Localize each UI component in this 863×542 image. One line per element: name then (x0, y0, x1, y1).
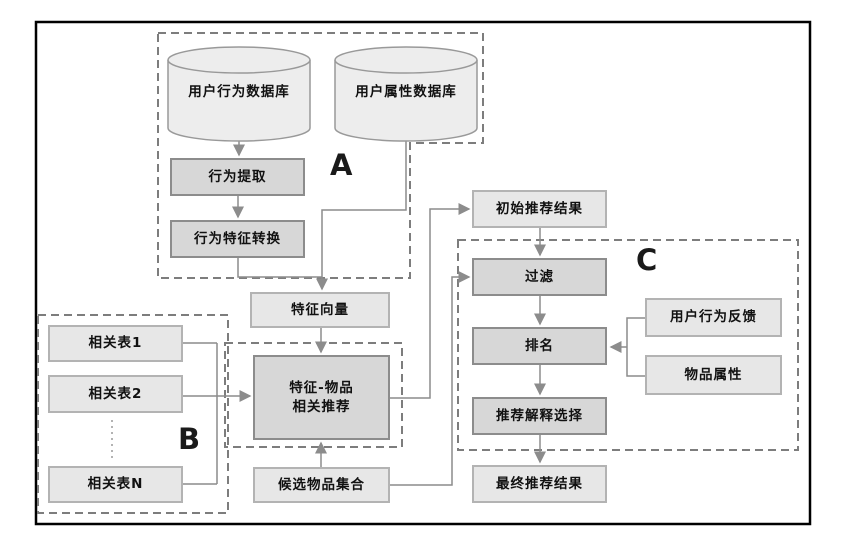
feature-item-recommendation-box: 特征-物品 相关推荐 (253, 355, 390, 440)
related-table-n-box: 相关表N (48, 466, 183, 503)
group-b-label: B (178, 422, 201, 456)
initial-recommendation-result-box: 初始推荐结果 (472, 190, 607, 228)
user-attribute-db-cylinder (334, 46, 478, 142)
group-a-label: A (330, 148, 353, 182)
candidate-item-set-box: 候选物品集合 (253, 467, 390, 503)
group-b-outline (37, 314, 229, 514)
user-attribute-db-label: 用户属性数据库 (355, 84, 457, 100)
related-table-1-box: 相关表1 (48, 325, 183, 362)
edge-candidateset-to-filter (390, 271, 471, 486)
group-c-outline (457, 239, 799, 451)
user-behavior-db-cylinder (167, 46, 311, 142)
edge-feedback-attributes-bracket (626, 317, 645, 377)
group-a-outline (157, 32, 484, 279)
user-behavior-feedback-box: 用户行为反馈 (645, 298, 782, 337)
edge-featureitem-to-initialresult (390, 203, 471, 399)
group-c-label: C (636, 243, 658, 277)
behavior-extraction-box: 行为提取 (170, 158, 305, 196)
feature-item-recommendation-line1: 特征-物品 (289, 380, 354, 397)
item-attributes-box: 物品属性 (645, 355, 782, 395)
related-table-2-box: 相关表2 (48, 375, 183, 413)
feature-item-dashed-outline (224, 342, 403, 448)
feature-vector-box: 特征向量 (250, 292, 390, 328)
edge-conversion-to-featurevector (237, 258, 322, 278)
user-behavior-db-label: 用户行为数据库 (188, 84, 290, 100)
recommendation-explanation-selection-box: 推荐解释选择 (472, 397, 607, 435)
figure-frame (34, 20, 812, 526)
final-recommendation-result-box: 最终推荐结果 (472, 465, 607, 503)
edge-attributedb-to-featurevector (316, 135, 407, 291)
ranking-box: 排名 (472, 327, 607, 365)
behavior-feature-conversion-box: 行为特征转换 (170, 220, 305, 258)
filter-box: 过滤 (472, 258, 607, 296)
feature-item-recommendation-line2: 相关推荐 (292, 398, 351, 415)
